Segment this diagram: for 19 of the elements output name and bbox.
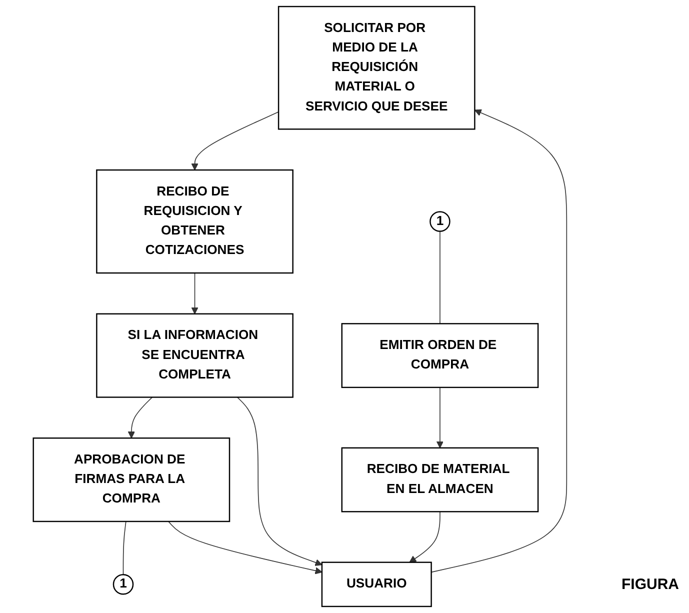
arrow <box>168 521 322 574</box>
node-box: APROBACION DE FIRMAS PARA LA COMPRA <box>32 437 230 522</box>
arrow <box>436 387 444 448</box>
connector <box>122 521 126 576</box>
node-circle: 1 <box>112 574 134 595</box>
arrow <box>191 272 198 314</box>
node-box: SI LA INFORMACION SE ENCUENTRA COMPLETA <box>96 313 294 398</box>
node-box: RECIBO DE MATERIAL EN EL ALMACEN <box>341 447 539 512</box>
node-box: USUARIO <box>321 562 432 608</box>
node-box: EMITIR ORDEN DE COMPRA <box>341 323 539 388</box>
arrow <box>236 396 322 566</box>
node-box: RECIBO DE REQUISICION Y OBTENER COTIZACIONES <box>96 169 294 274</box>
arrow <box>430 109 568 573</box>
node-box: SOLICITAR POR MEDIO DE LA REQUISICIÓN MATERIAL O SERVICIO QUE DESEE <box>278 6 476 130</box>
arrow <box>409 511 440 563</box>
arrow <box>191 112 279 170</box>
arrow <box>128 396 153 438</box>
figure-label: FIGURA <box>622 576 679 593</box>
node-circle: 1 <box>430 211 450 232</box>
